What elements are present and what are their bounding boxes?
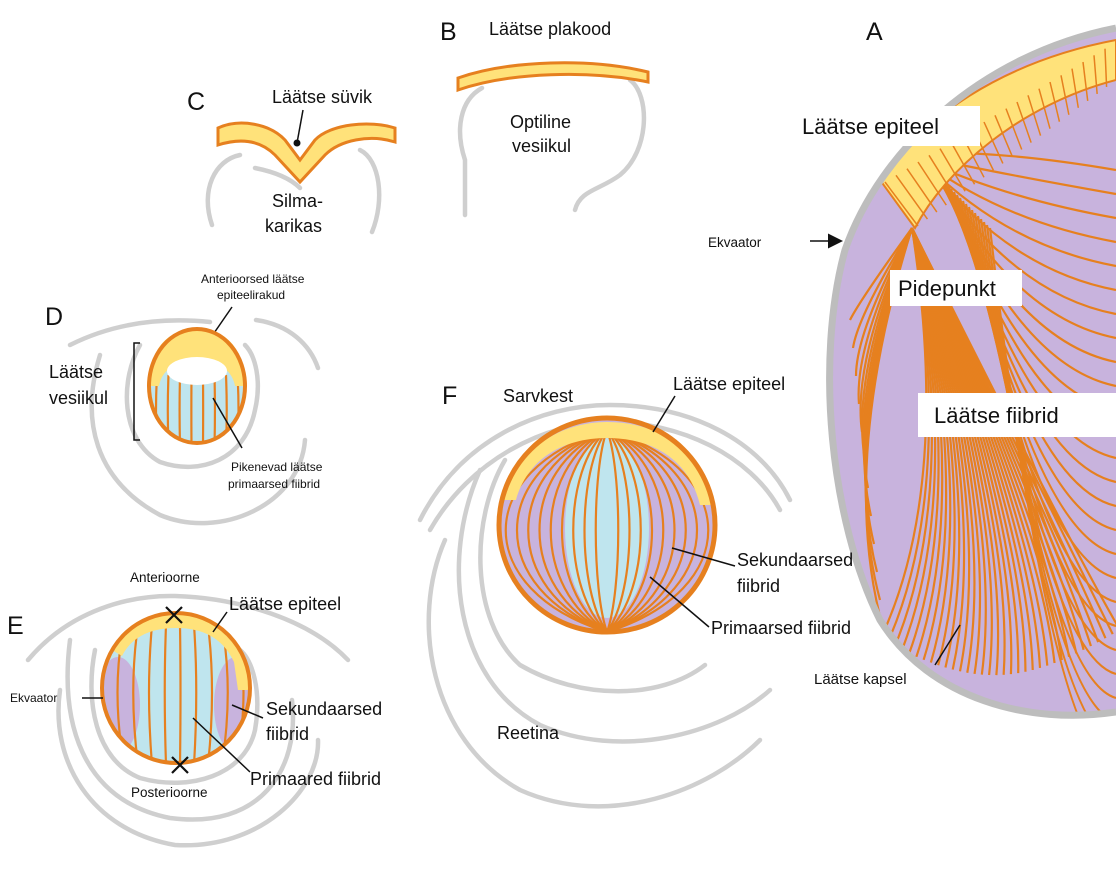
label-d-vesicle-line2: vesiikul: [49, 388, 108, 408]
label-e-posterior: Posterioorne: [131, 785, 208, 800]
lens-fiber: [180, 625, 181, 765]
label-f-secondary-line2: fiibrid: [737, 576, 780, 596]
panel-b: B Läätse plakood Optiline vesiikul: [440, 18, 648, 215]
label-b-vesicle-line1: Optiline: [510, 112, 571, 132]
label-a-epithelium: Läätse epiteel: [802, 114, 939, 139]
label-b-placode: Läätse plakood: [489, 19, 611, 39]
panel-e: E Anterioorne Läätse epiteel Ekvaator Se…: [7, 570, 382, 845]
panel-a: A Läätse epiteel Ekvaator Pidepunkt Läät…: [708, 18, 1116, 770]
label-e-primary: Primaared fiibrid: [250, 769, 381, 789]
label-c-pit: Läätse süvik: [272, 87, 373, 107]
label-b-vesicle-line2: vesiikul: [512, 136, 571, 156]
label-d-vesicle-line1: Läätse: [49, 362, 103, 382]
label-e-anterior: Anterioorne: [130, 570, 200, 585]
label-d-elongating-line1: Pikenevad läätse: [231, 460, 323, 474]
panel-letter-d: D: [45, 303, 63, 331]
panel-d: D Anterioorsed läätse epiteelirakud Läät…: [45, 272, 323, 523]
label-e-epithelium: Läätse epiteel: [229, 594, 341, 614]
label-f-retina: Reetina: [497, 723, 560, 743]
panel-letter-b: B: [440, 18, 457, 46]
label-d-anterior-line2: epiteelirakud: [217, 288, 285, 302]
panel-letter-e: E: [7, 612, 24, 640]
label-a-fibers: Läätse fiibrid: [934, 403, 1059, 428]
placode-band: [458, 63, 648, 90]
panel-c: C Läätse süvik Silma- karikas: [187, 87, 395, 236]
label-f-epithelium: Läätse epiteel: [673, 374, 785, 394]
label-a-capsule: Läätse kapsel: [814, 671, 907, 688]
label-e-equator: Ekvaator: [10, 691, 57, 705]
label-f-primary: Primaarsed fiibrid: [711, 618, 851, 638]
label-d-anterior-line1: Anterioorsed läätse: [201, 272, 305, 286]
primary-fiber: [168, 375, 169, 446]
primary-fiber: [226, 375, 227, 446]
label-e-secondary-line1: Sekundaarsed: [266, 699, 382, 719]
panel-letter-f: F: [442, 382, 457, 410]
lens-pit-band: [218, 123, 395, 182]
d-vesicle-lumen: [167, 357, 227, 385]
label-c-cup-line1: Silma-: [272, 191, 323, 211]
panel-letter-a: A: [866, 18, 883, 46]
label-c-cup-line2: karikas: [265, 216, 322, 236]
pit-pointer: [297, 110, 303, 143]
panel-letter-c: C: [187, 88, 205, 116]
label-a-equator: Ekvaator: [708, 235, 762, 250]
label-f-cornea: Sarvkest: [503, 386, 573, 406]
lens-fiber: [165, 625, 166, 765]
label-a-junction: Pidepunkt: [898, 276, 996, 301]
label-d-elongating-line2: primaarsed fiibrid: [228, 477, 320, 491]
label-e-secondary-line2: fiibrid: [266, 724, 309, 744]
panel-f: F Sarvkest Läätse epiteel Sekundaarsed f…: [420, 374, 853, 806]
label-f-secondary-line1: Sekundaarsed: [737, 550, 853, 570]
